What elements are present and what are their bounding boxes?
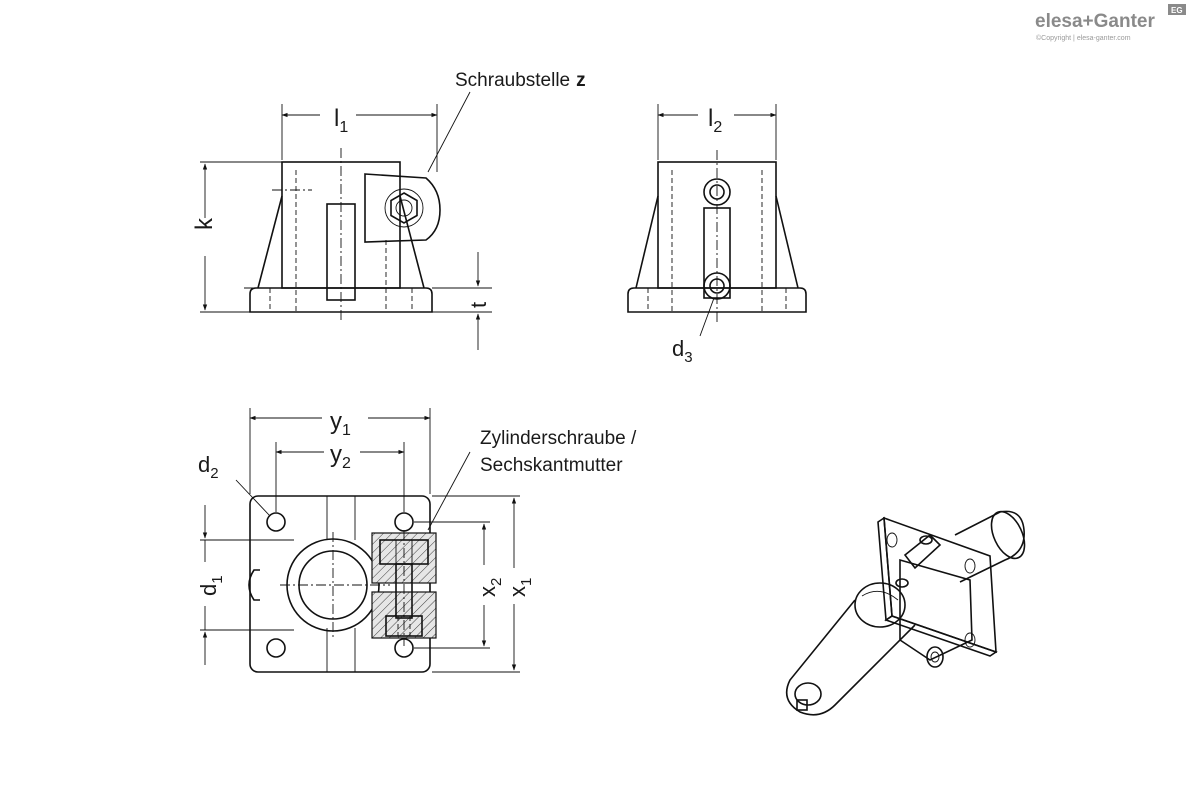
hex-nut-icon	[390, 192, 418, 224]
dim-y2: y2	[330, 441, 351, 472]
dim-l2: l2	[708, 105, 722, 136]
rear-tube	[954, 510, 1025, 583]
label-sechskantmutter: Sechskantmutter	[480, 455, 623, 476]
brand-badge-icon	[1168, 4, 1186, 15]
copyright-text: ©Copyright | elesa-ganter.com	[1036, 34, 1131, 42]
side-view	[627, 104, 807, 337]
dim-y1: y1	[330, 408, 351, 439]
dim-k: k	[191, 217, 218, 230]
mount-hole-tr	[394, 512, 414, 532]
clamp-ear	[364, 173, 441, 243]
brand-logo: elesa+Ganter ©Copyright | elesa-ganter.c…	[1035, 4, 1186, 42]
dim-t: t	[466, 302, 491, 308]
logo-text: elesa+Ganter	[1035, 11, 1155, 32]
dim-d1: d1	[196, 575, 226, 596]
mount-hole-tl	[266, 512, 286, 532]
dim-d2: d2	[198, 452, 219, 482]
front-tube	[785, 599, 916, 716]
label-zylinderschraube: Zylinderschraube /	[480, 428, 637, 449]
screw-shank	[395, 563, 413, 619]
iso-body	[899, 558, 973, 661]
isometric-view	[785, 510, 1026, 716]
brand-badge-text: EG	[1171, 6, 1183, 15]
side-base-plate	[627, 287, 807, 313]
mount-hole-bl	[266, 638, 286, 658]
dim-d3: d3	[672, 336, 693, 366]
top-base-plate	[249, 495, 431, 673]
top-view	[200, 408, 520, 673]
front-base-plate	[249, 287, 433, 313]
iso-screw-icon	[926, 646, 944, 668]
front-view	[200, 91, 492, 350]
dim-x2: x2	[475, 578, 505, 597]
side-body	[657, 161, 777, 289]
dim-x1: x1	[505, 578, 535, 597]
dim-l1: l1	[334, 105, 348, 136]
screw-head-outer	[384, 188, 424, 228]
